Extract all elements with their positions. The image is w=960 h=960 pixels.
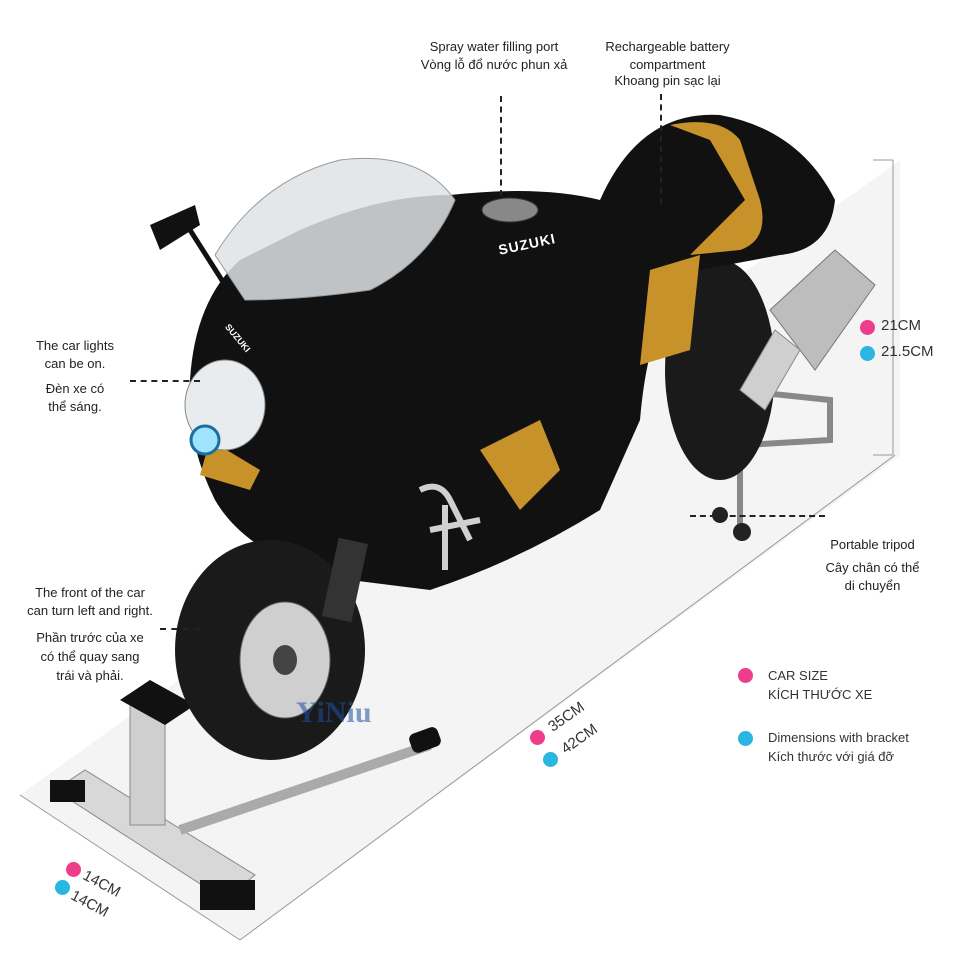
callout-spray-port-en: Spray water filling port	[429, 39, 559, 54]
length-car-dot	[530, 730, 545, 745]
height-car-dot	[860, 320, 875, 335]
headlight	[184, 359, 266, 456]
callout-lights-leader	[130, 380, 200, 382]
fuel-cap	[481, 197, 539, 223]
callout-lights-en-1: The car lights	[35, 338, 115, 353]
front-wheel	[175, 537, 368, 760]
width-bracket-dot	[55, 880, 70, 895]
windscreen	[214, 157, 456, 301]
mirrors	[150, 205, 410, 340]
callout-front-leader	[160, 628, 200, 630]
callout-battery-en-2: compartment	[629, 57, 706, 72]
exhaust-pipe	[739, 249, 876, 411]
height-car-value: 21CM	[881, 317, 922, 334]
front-stand	[50, 680, 441, 910]
callout-tripod-vi-2: di chuyển	[844, 578, 901, 593]
floor-edge-front	[239, 454, 896, 941]
legend-bracket-en: Dimensions with bracket	[768, 730, 909, 745]
callout-spray-port-leader	[500, 96, 502, 196]
callout-tripod-vi-1: Cây chân có thể	[825, 560, 920, 575]
callout-front-en-2: can turn left and right.	[27, 603, 153, 618]
callout-lights-en-2: can be on.	[44, 356, 106, 371]
length-bracket-dot	[543, 752, 558, 767]
width-car-dot	[66, 862, 81, 877]
callout-battery-leader	[660, 94, 662, 204]
legend-car-size-en: CAR SIZE	[768, 668, 828, 683]
legend-bracket-vi: Kích thước với giá đỡ	[768, 749, 895, 764]
legend-car-size-dot	[738, 668, 753, 683]
callout-battery-vi: Khoang pin sạc lại	[614, 73, 721, 88]
callout-front-vi-1: Phần trước của xe	[36, 630, 144, 645]
legend-car-size-vi: KÍCH THƯỚC XE	[768, 687, 873, 702]
callout-front-vi-2: có thể quay sang	[40, 649, 140, 664]
floor-edge-left	[19, 794, 241, 941]
callout-lights-vi-1: Đèn xe có	[45, 381, 105, 396]
height-bracket-dot	[860, 346, 875, 361]
callout-spray-port-vi: Vòng lỗ đổ nước phun xả	[420, 57, 568, 72]
legend-bracket-dot	[738, 731, 753, 746]
watermark-logo: YiNiu	[296, 696, 372, 729]
callout-front-vi-3: trái và phải.	[56, 668, 124, 683]
callout-lights-vi-2: thể sáng.	[48, 399, 102, 414]
callout-tripod-leader	[690, 515, 825, 517]
callout-tripod-en: Portable tripod	[830, 537, 915, 552]
callout-front-en-1: The front of the car	[35, 585, 145, 600]
callout-battery-en-1: Rechargeable battery	[605, 39, 730, 54]
height-bracket-value: 21.5CM	[881, 343, 934, 360]
